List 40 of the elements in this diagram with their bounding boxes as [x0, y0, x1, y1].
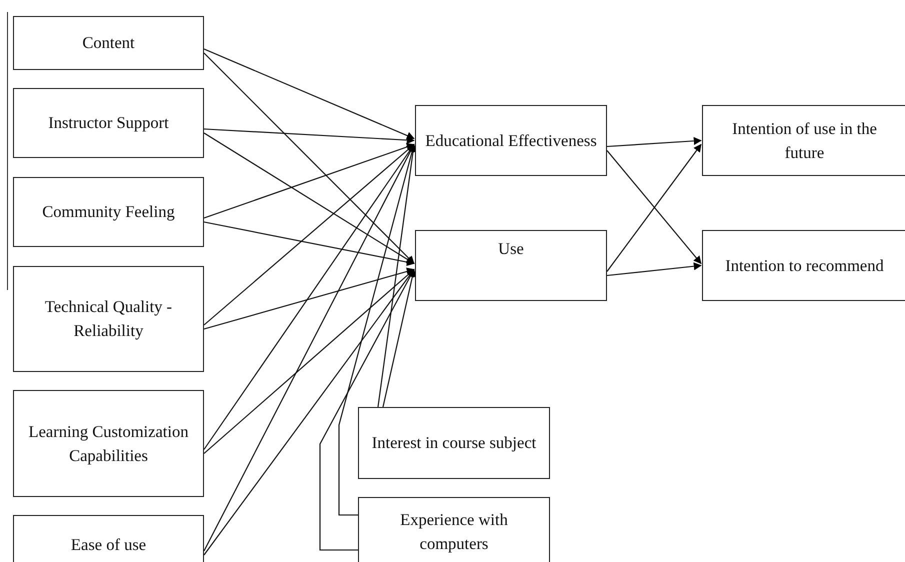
box-label: Technical Quality - Reliability [44, 296, 174, 342]
factor-box [13, 88, 204, 158]
arrow [606, 262, 702, 276]
factor-box [702, 230, 905, 301]
factor-box [13, 515, 204, 562]
factor-box [702, 105, 905, 176]
box-label: Ease of use [70, 534, 146, 556]
box-label: Use [498, 238, 524, 260]
factor-box [415, 230, 607, 301]
box-label: Interest in course subject [372, 432, 536, 454]
arrow [204, 268, 415, 330]
box-label: Intention to recommend [725, 254, 884, 277]
factor-box [358, 407, 550, 479]
arrow [204, 128, 415, 144]
factor-box [13, 16, 204, 70]
factor-box [13, 266, 204, 372]
factor-box [358, 497, 550, 562]
box-label: Intention of use in the future [731, 118, 878, 164]
arrow [377, 144, 417, 408]
factor-box [13, 177, 204, 247]
arrow [204, 52, 415, 264]
arrow [204, 143, 415, 219]
arrow [204, 268, 414, 556]
box-label: Experience with computers [399, 509, 509, 555]
arrow [204, 144, 414, 450]
arrow [606, 136, 702, 148]
arrow [338, 144, 416, 516]
arrow [382, 268, 416, 408]
box-label: Community Feeling [42, 201, 175, 224]
box-label: Learning Customization Capabilities [28, 420, 190, 466]
box-label: Educational Effectiveness [425, 130, 597, 152]
box-label: Content [82, 32, 135, 54]
arrow [204, 221, 415, 266]
arrow [319, 268, 414, 551]
factor-box [13, 390, 204, 497]
factor-box [415, 105, 607, 176]
arrow [204, 132, 415, 264]
arrow [204, 48, 415, 140]
box-label: Instructor Support [48, 112, 169, 134]
arrow [204, 144, 414, 552]
